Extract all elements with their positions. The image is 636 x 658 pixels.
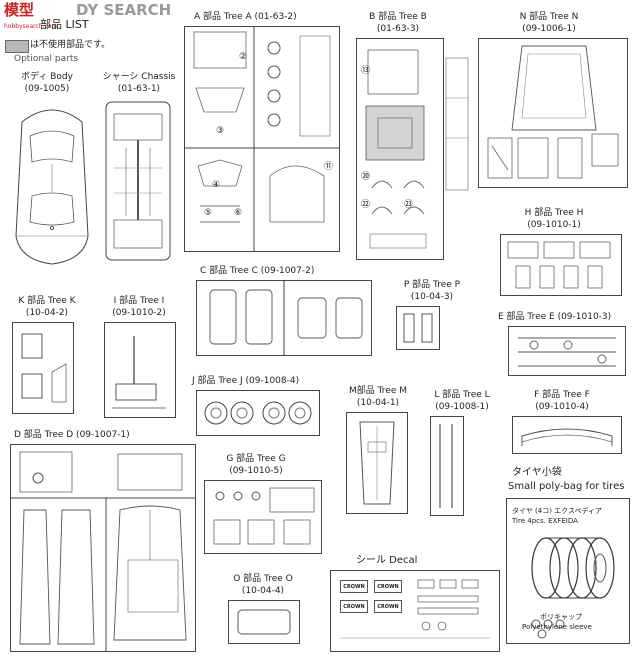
tree-o-frame <box>228 600 300 644</box>
tree-j-drawing <box>204 401 312 425</box>
tree-c-label: C 部品 Tree C (09-1007-2) <box>200 266 315 276</box>
part-number: ④ <box>212 180 221 190</box>
tree-g-label: G 部品 Tree G <box>226 454 286 464</box>
site-logo-kanji: 模型 <box>4 1 35 19</box>
tree-n-code: (09-1006-1) <box>522 24 576 34</box>
tree-g-drawing <box>213 487 315 545</box>
tree-j-label: J 部品 Tree J (09-1008-4) <box>192 376 300 386</box>
tree-d-label: D 部品 Tree D (09-1007-1) <box>14 430 130 440</box>
decal-label: シール Decal <box>356 555 418 566</box>
tree-k-label: K 部品 Tree K <box>18 296 76 306</box>
tree-b-drawing <box>365 49 469 249</box>
site-logo-url: hobbysearch.com <box>4 23 58 30</box>
tree-h-label: H 部品 Tree H <box>524 208 584 218</box>
tires-drawing <box>531 537 615 639</box>
tree-p-label: P 部品 Tree P <box>403 280 461 290</box>
tires-label-en: Small poly-bag for tires <box>508 481 625 492</box>
decal-tile: CROWN <box>374 600 402 613</box>
tree-c-drawing <box>209 280 363 356</box>
tree-i-drawing <box>112 336 166 409</box>
chassis-code: (01-63-1) <box>117 84 161 94</box>
decal-tile: CROWN <box>340 580 368 593</box>
tree-e-drawing <box>518 337 616 367</box>
tree-l-drawing <box>439 424 453 508</box>
tree-e-frame <box>508 326 626 376</box>
decal-tile: CROWN <box>340 600 368 613</box>
tree-b-code: (01-63-3) <box>376 24 420 34</box>
chassis-label: シャーシ Chassis <box>102 72 176 82</box>
tires-line2: Tire 4pcs. EXFEIDA <box>512 517 578 525</box>
tree-i-code: (09-1010-2) <box>112 308 166 318</box>
tree-o-drawing <box>237 609 291 635</box>
tree-f-drawing <box>521 428 613 446</box>
tree-i-label: I 部品 Tree I <box>113 296 165 306</box>
decal-tile: CROWN <box>374 580 402 593</box>
part-number: ⑥ <box>234 208 243 218</box>
tree-l-frame <box>430 416 464 516</box>
tree-d-drawing <box>10 451 196 652</box>
tires-label-jp: タイヤ小袋 <box>512 467 562 478</box>
tree-p-code: (10-04-3) <box>410 292 454 302</box>
site-logo-text: DY SEARCH <box>76 1 172 19</box>
tree-o-code: (10-04-4) <box>241 586 285 596</box>
tires-cap-en: Polyethylene sleeve <box>522 623 592 631</box>
part-number: ⑬ <box>361 66 371 76</box>
tree-a-label: A 部品 Tree A (01-63-2) <box>194 12 297 22</box>
chassis-drawing <box>105 101 171 261</box>
legend-swatch <box>5 40 29 53</box>
tree-a-drawing <box>184 26 340 252</box>
tires-line1: タイヤ (4コ) エクスペディア <box>512 507 602 515</box>
part-number: ⑤ <box>204 208 213 218</box>
part-number: ㉒ <box>361 200 371 210</box>
tree-k-code: (10-04-2) <box>25 308 69 318</box>
tree-o-label: O 部品 Tree O <box>233 574 293 584</box>
legend-title: 部品 LIST <box>40 18 89 31</box>
part-number: ㉓ <box>404 200 414 210</box>
tree-p-frame <box>396 306 440 350</box>
tree-l-label: L 部品 Tree L <box>434 390 490 400</box>
tree-f-code: (09-1010-4) <box>535 402 589 412</box>
legend-note: は不使用部品です。 <box>30 40 111 50</box>
part-number: ⑳ <box>361 172 371 182</box>
tree-a-frame <box>184 26 340 252</box>
tree-d-frame <box>10 444 196 652</box>
body-label: ボディ Body <box>21 72 73 82</box>
body-code: (09-1005) <box>24 84 70 94</box>
body-drawing <box>15 109 89 265</box>
tree-n-label: N 部品 Tree N <box>519 12 579 22</box>
legend-optional: Optional parts <box>14 54 79 64</box>
tree-h-code: (09-1010-1) <box>527 220 581 230</box>
tree-g-code: (09-1010-5) <box>229 466 283 476</box>
tree-g-frame <box>204 480 322 554</box>
tires-cap-jp: ポリキャップ <box>540 613 582 621</box>
tree-j-frame <box>196 390 320 436</box>
tree-e-label: E 部品 Tree E (09-1010-3) <box>498 312 612 322</box>
tree-m-label: M部品 Tree M <box>348 386 407 396</box>
decal-drawing <box>340 579 490 639</box>
tree-p-drawing <box>403 313 433 343</box>
part-number: ③ <box>216 126 225 136</box>
tree-m-drawing <box>359 421 395 505</box>
part-number: ② <box>239 52 248 62</box>
tree-m-code: (10-04-1) <box>356 398 400 408</box>
tree-f-label: F 部品 Tree F <box>534 390 590 400</box>
tree-k-drawing <box>21 333 67 403</box>
tree-b-label: B 部品 Tree B <box>369 12 427 22</box>
tree-h-drawing <box>507 241 611 289</box>
part-number: ⑪ <box>324 162 334 172</box>
tree-i-frame <box>104 322 176 418</box>
tree-l-code: (09-1008-1) <box>435 402 489 412</box>
tree-n-drawing <box>487 45 619 179</box>
